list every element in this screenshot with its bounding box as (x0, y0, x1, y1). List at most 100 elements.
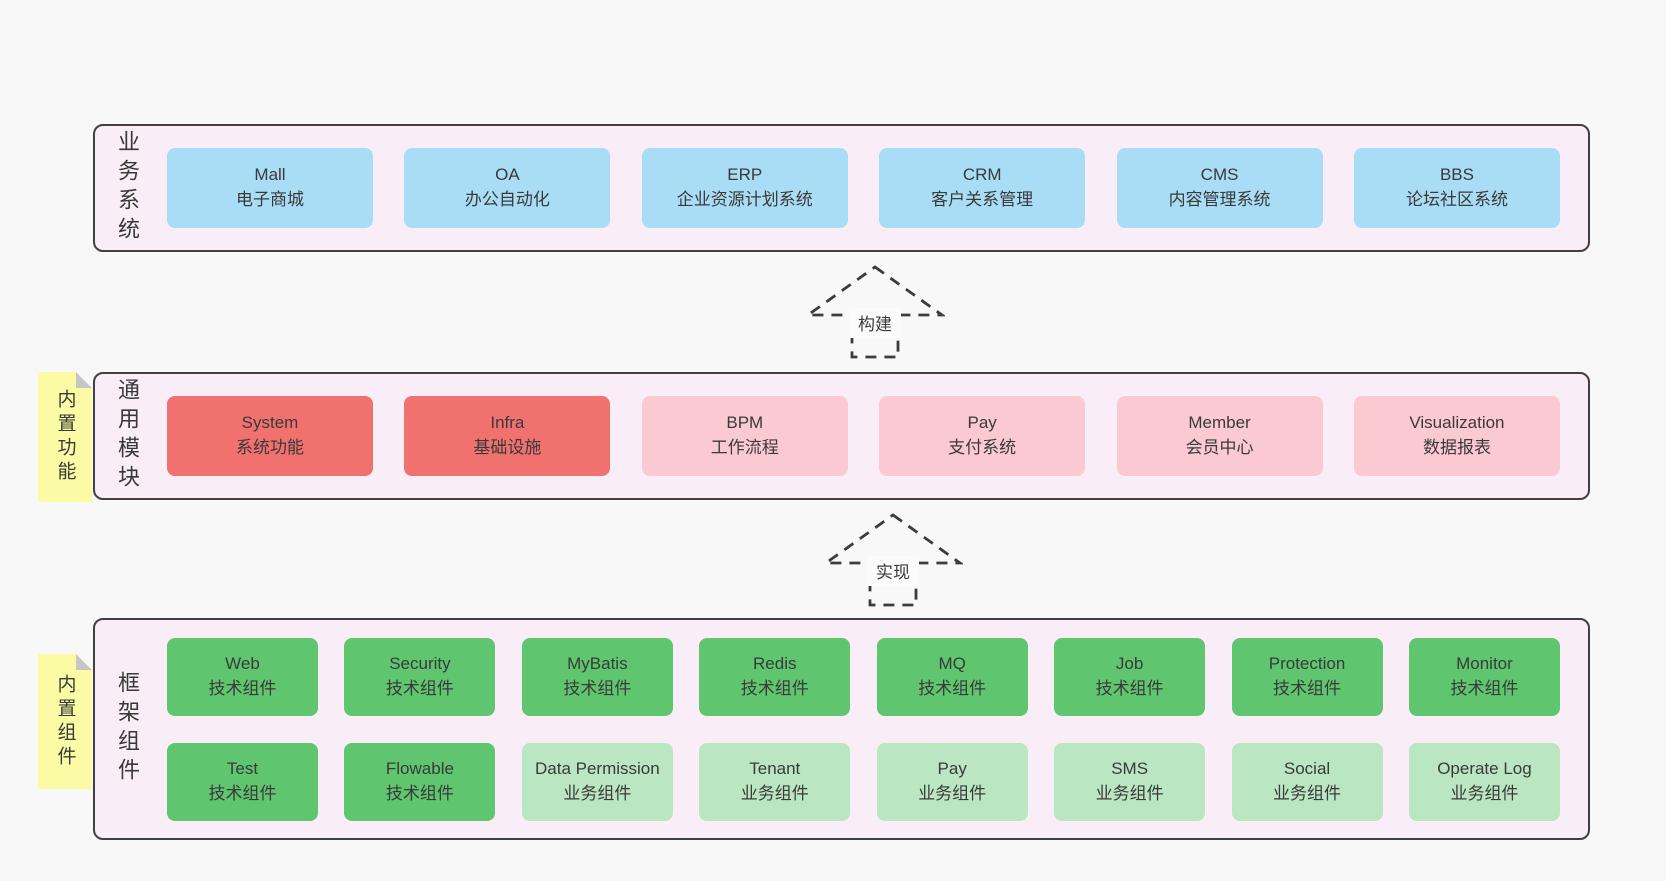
box-subtitle: 论坛社区系统 (1405, 190, 1508, 209)
build-arrow-icon: 构建 (805, 265, 945, 359)
box-title: Monitor (1456, 653, 1513, 673)
box-subtitle: 支付系统 (948, 438, 1017, 457)
box-subtitle: 业务组件 (740, 783, 809, 803)
arrow-label-bg (867, 556, 919, 586)
box-subtitle: 企业资源计划系统 (676, 190, 813, 209)
layer-label: 通用模块 (115, 378, 140, 494)
diagram-box-test: Test 技术组件 (167, 742, 318, 821)
box-subtitle: 技术组件 (918, 678, 987, 698)
box-title: System (241, 413, 299, 433)
box-title: OA (495, 165, 520, 185)
arrow-label: 构建 (858, 315, 892, 334)
box-subtitle: 业务组件 (1273, 783, 1342, 803)
diagram-box-sms: SMS 业务组件 (1054, 742, 1206, 821)
business-boxes-row: Mall 电子商城 OA 办公自动化 ERP 企业资源计划系统 CRM 客户关系… (143, 126, 1588, 250)
diagram-box-job: Job 技术组件 (1054, 637, 1206, 716)
component-rows: Web 技术组件 Security 技术组件 MyBatis 技术组件 Redi… (143, 620, 1588, 838)
arrow-label-bg (849, 308, 901, 338)
box-subtitle: 技术组件 (385, 783, 454, 803)
sticky-note-builtin-components: 内置组件 (38, 654, 92, 789)
box-subtitle: 业务组件 (1095, 783, 1164, 803)
diagram-box-web: Web 技术组件 (167, 637, 318, 716)
box-title: Member (1188, 413, 1251, 433)
layer-framework-components: 框架组件 Web 技术组件 Security 技术组件 MyBatis 技术组件… (93, 618, 1590, 840)
box-title: Social (1283, 758, 1331, 778)
box-subtitle: 电子商城 (236, 190, 304, 209)
box-subtitle: 办公自动化 (464, 190, 550, 209)
diagram-box-redis: Redis 技术组件 (699, 637, 851, 716)
box-subtitle: 技术组件 (1450, 678, 1519, 698)
folded-corner-icon (76, 372, 92, 388)
box-subtitle: 技术组件 (740, 678, 809, 698)
folded-corner-icon (76, 654, 92, 670)
sticky-note-text: 内置组件 (54, 673, 76, 770)
box-title: CMS (1200, 165, 1239, 185)
box-title: Mall (254, 165, 286, 185)
diagram-box-protection: Protection 技术组件 (1231, 637, 1383, 716)
box-subtitle: 内容管理系统 (1168, 190, 1271, 209)
diagram-box-bpm: BPM 工作流程 (641, 396, 848, 476)
diagram-box-erp: ERP 企业资源计划系统 (641, 148, 848, 228)
box-title: Tenant (749, 758, 801, 778)
box-title: SMS (1111, 758, 1149, 778)
box-title: Web (225, 653, 260, 673)
box-subtitle: 业务组件 (918, 783, 987, 803)
box-title: MyBatis (567, 653, 628, 673)
layer-label: 业务系统 (115, 130, 140, 246)
box-subtitle: 技术组件 (563, 678, 632, 698)
box-title: BPM (726, 413, 764, 433)
box-subtitle: 技术组件 (208, 678, 277, 698)
sticky-note-text: 内置功能 (54, 389, 76, 485)
tech-components-row: Web 技术组件 Security 技术组件 MyBatis 技术组件 Redi… (167, 637, 1560, 716)
box-title: Security (389, 653, 451, 673)
box-subtitle: 系统功能 (236, 438, 304, 457)
diagram-box-monitor: Monitor 技术组件 (1408, 637, 1560, 716)
box-subtitle: 数据报表 (1422, 438, 1491, 457)
box-title: Pay (967, 413, 997, 433)
diagram-box-social: Social 业务组件 (1231, 742, 1383, 821)
diagram-box-pay-system: Pay 支付系统 (879, 396, 1086, 476)
box-subtitle: 工作流程 (710, 438, 779, 457)
diagram-box-mq: MQ 技术组件 (876, 637, 1028, 716)
diagram-box-member: Member 会员中心 (1116, 396, 1323, 476)
box-subtitle: 基础设施 (473, 438, 542, 457)
box-title: CRM (962, 165, 1002, 185)
diagram-box-data-permission: Data Permission 业务组件 (521, 742, 673, 821)
diagram-box-oa: OA 办公自动化 (404, 148, 611, 228)
box-title: Redis (753, 653, 797, 673)
box-title: MQ (938, 653, 966, 673)
diagram-box-mybatis: MyBatis 技术组件 (521, 637, 673, 716)
box-title: BBS (1439, 165, 1474, 185)
box-title: Data Permission (534, 758, 660, 778)
box-subtitle: 业务组件 (1450, 783, 1519, 803)
sticky-note-builtin-features: 内置功能 (38, 372, 92, 502)
diagram-box-visualization: Visualization 数据报表 (1353, 396, 1560, 476)
diagram-box-pay-component: Pay 业务组件 (876, 742, 1028, 821)
box-title: Infra (490, 413, 525, 433)
diagram-box-infra: Infra 基础设施 (404, 396, 611, 476)
box-title: Visualization (1409, 413, 1505, 433)
box-subtitle: 技术组件 (385, 678, 454, 698)
diagram-box-operate-log: Operate Log 业务组件 (1408, 742, 1560, 821)
diagram-box-tenant: Tenant 业务组件 (699, 742, 851, 821)
box-title: Test (226, 758, 259, 778)
box-subtitle: 技术组件 (1095, 678, 1164, 698)
layer-label: 框架组件 (115, 671, 140, 787)
box-title: Protection (1268, 653, 1346, 673)
box-title: ERP (727, 165, 763, 185)
diagram-box-system: System 系统功能 (167, 396, 373, 476)
box-subtitle: 会员中心 (1185, 438, 1254, 457)
diagram-box-bbs: BBS 论坛社区系统 (1353, 148, 1560, 228)
box-title: Flowable (385, 758, 454, 778)
box-subtitle: 技术组件 (1273, 678, 1342, 698)
arrow-label: 实现 (876, 563, 910, 582)
box-subtitle: 技术组件 (208, 783, 277, 803)
box-title: Operate Log (1437, 758, 1532, 778)
box-subtitle: 业务组件 (563, 783, 632, 803)
module-boxes-row: System 系统功能 Infra 基础设施 BPM 工作流程 Pay 支付系统… (143, 374, 1588, 498)
diagram-box-security: Security 技术组件 (344, 637, 496, 716)
implement-arrow-icon: 实现 (823, 513, 963, 607)
biz-components-row: Test 技术组件 Flowable 技术组件 Data Permission … (167, 742, 1560, 821)
box-title: Pay (937, 758, 967, 778)
diagram-box-cms: CMS 内容管理系统 (1116, 148, 1323, 228)
